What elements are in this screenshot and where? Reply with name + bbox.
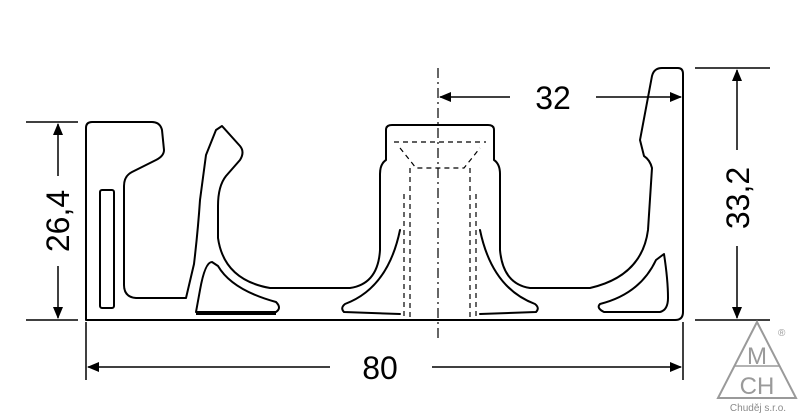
profile-left-foot bbox=[195, 261, 280, 313]
maker-name: Chuděj s.r.o. bbox=[730, 403, 786, 413]
logo-letters-bottom: CH bbox=[740, 373, 775, 400]
hidden-lines bbox=[394, 141, 486, 320]
dimension-label-26-4: 26,4 bbox=[40, 190, 76, 252]
maker-logo: M CH ® Chuděj s.r.o. bbox=[716, 319, 798, 413]
dimension-left-height: 26,4 bbox=[26, 121, 78, 321]
profile-right-foot bbox=[597, 253, 669, 313]
dimension-label-80: 80 bbox=[362, 350, 398, 386]
dimension-overall-height: 33,2 bbox=[695, 67, 770, 321]
registered-mark: ® bbox=[778, 328, 786, 339]
profile-outline bbox=[85, 67, 684, 321]
profile-slot-rib bbox=[99, 189, 115, 309]
dimension-label-33-2: 33,2 bbox=[720, 167, 756, 229]
profile-center-foot bbox=[341, 229, 539, 315]
dimension-label-32: 32 bbox=[535, 80, 571, 116]
dimension-top-width: 32 bbox=[439, 80, 682, 116]
profile-base-strip bbox=[196, 311, 276, 315]
dimension-overall-width: 80 bbox=[85, 322, 684, 386]
logo-letters-top: M bbox=[747, 343, 767, 370]
profile-main-contour bbox=[85, 67, 684, 321]
